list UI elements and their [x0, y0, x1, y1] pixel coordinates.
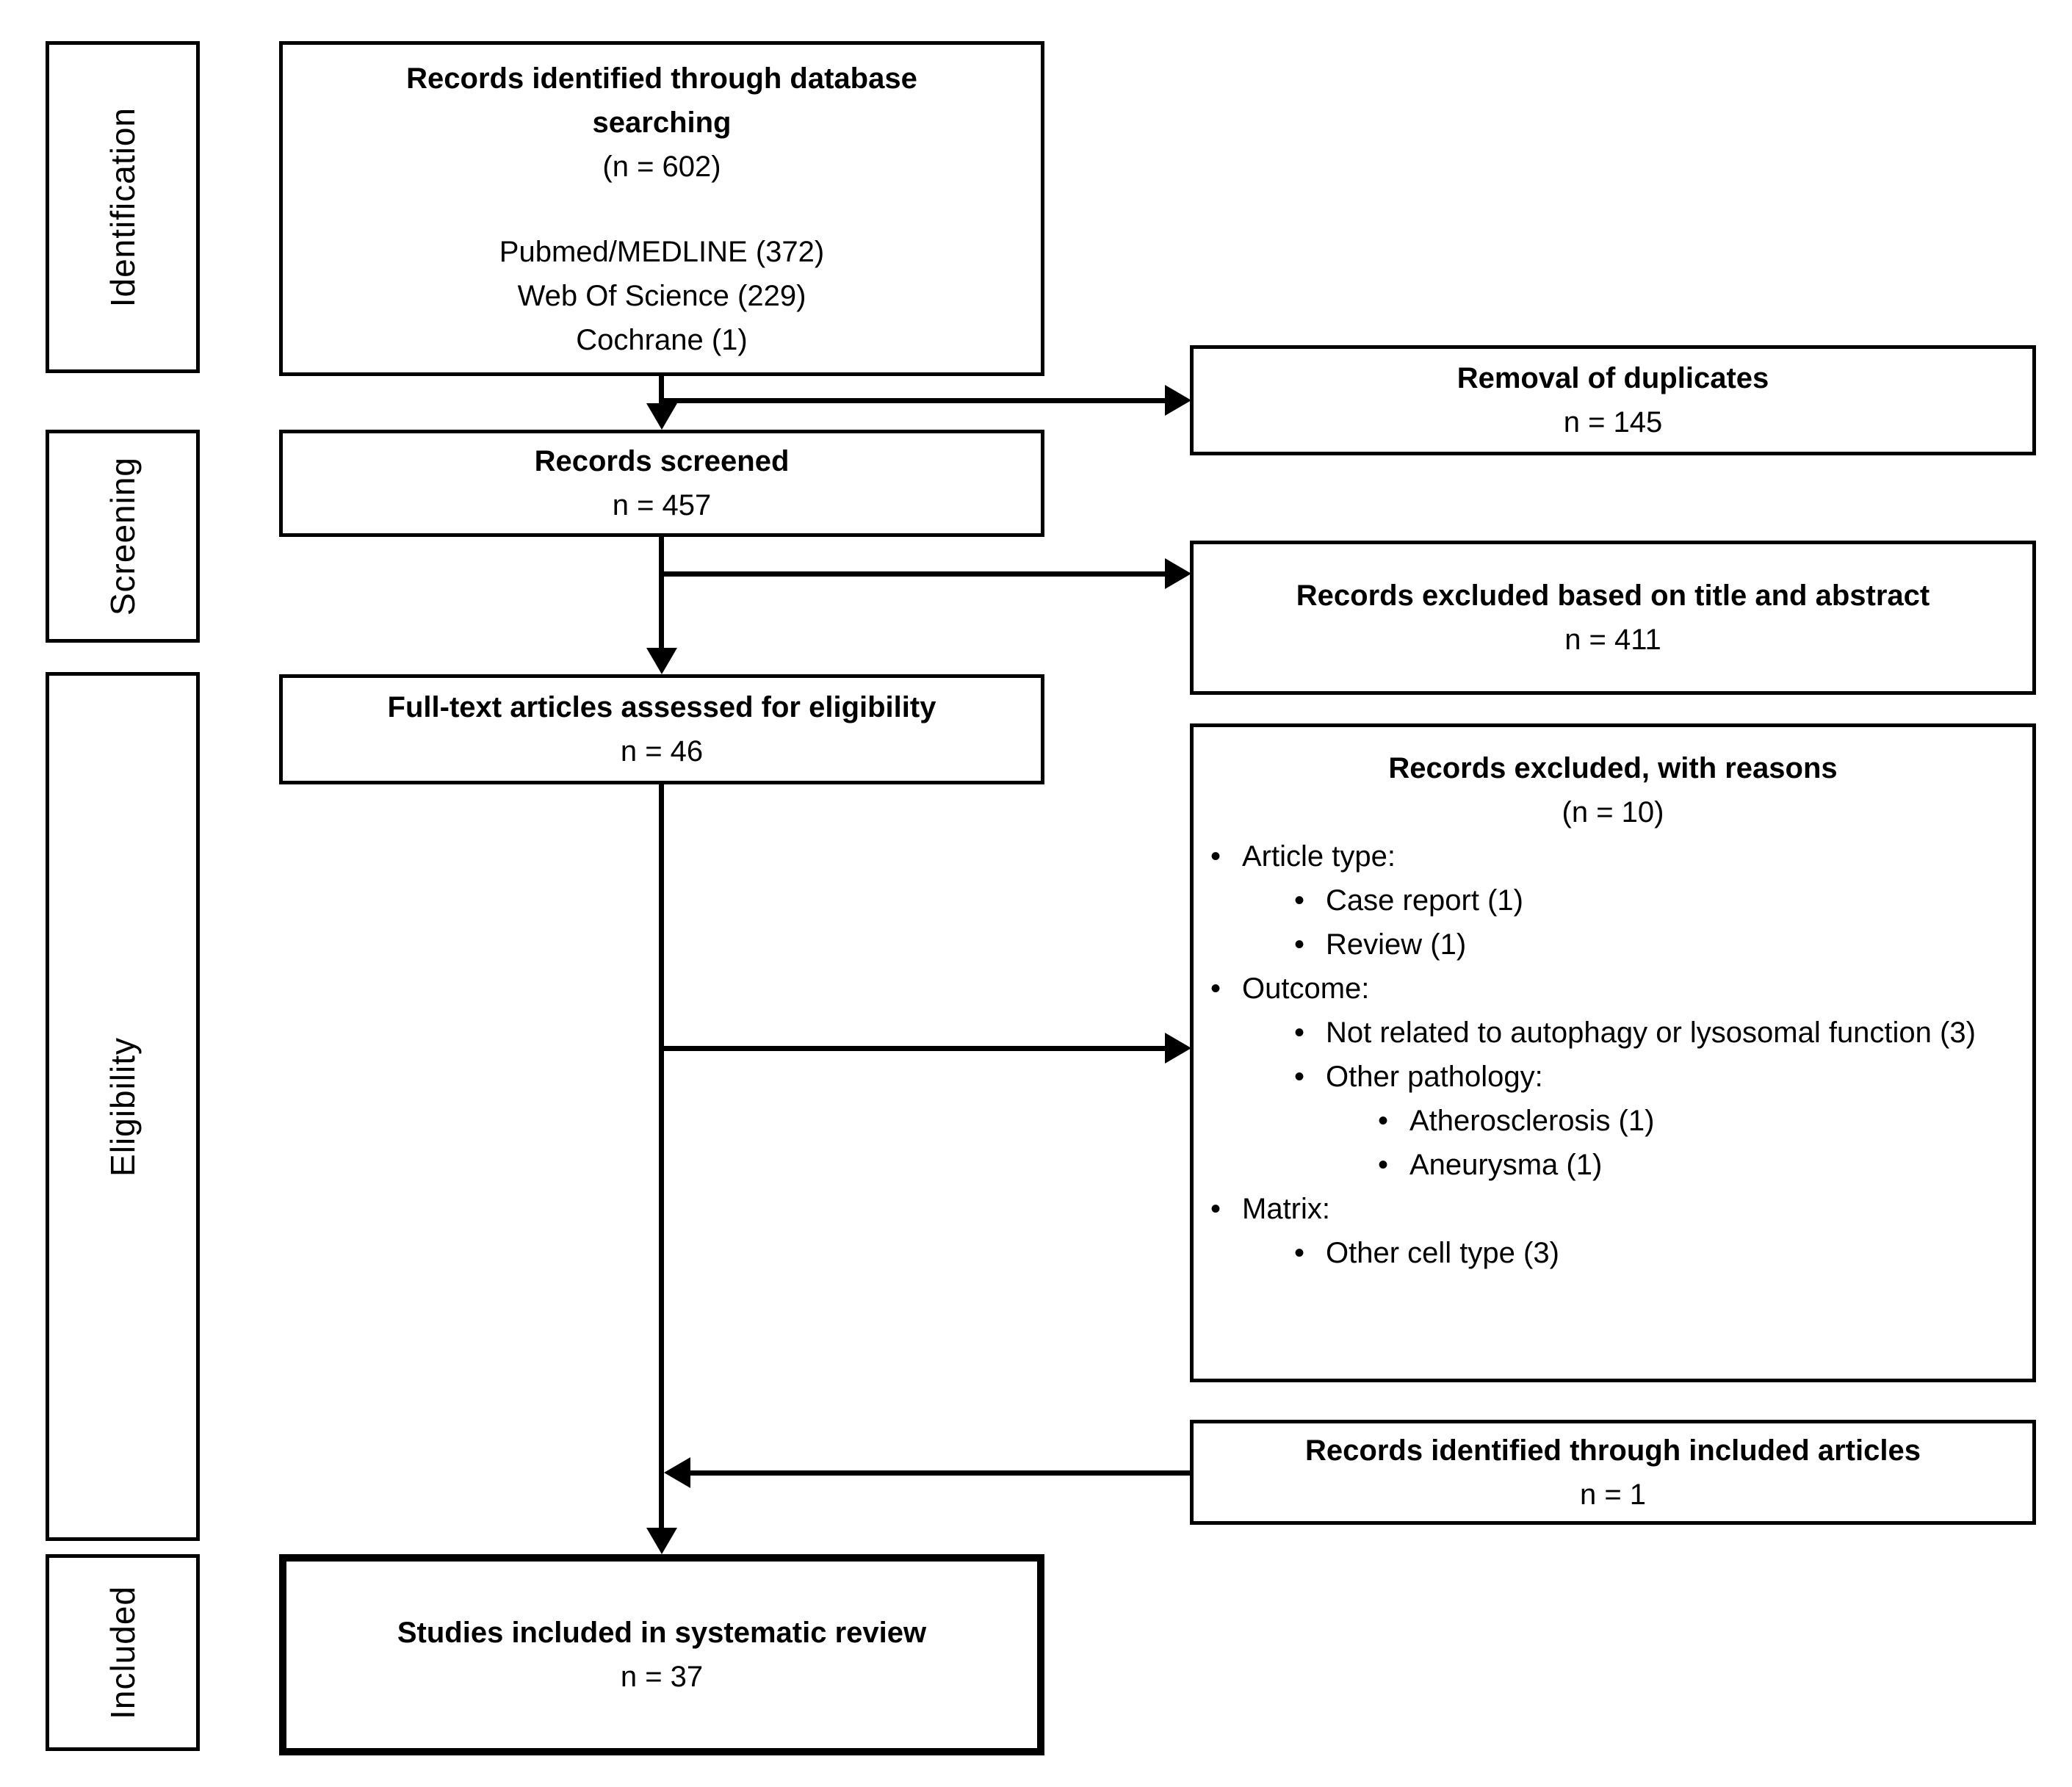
studies-included-title: Studies included in systematic review	[397, 1617, 927, 1649]
stage-box-identification: Identification	[46, 41, 200, 373]
arrowhead-to-excluded-title-abstract-icon	[1165, 558, 1191, 589]
flow-line-from-included-articles	[690, 1470, 1190, 1476]
reason-item-other-pathology: Other pathology:	[1194, 1055, 2032, 1099]
studies-included-count: n = 37	[620, 1661, 704, 1693]
records-included-articles-title: Records identified through included arti…	[1305, 1434, 1921, 1467]
box-records-identified: Records identified through database sear…	[279, 41, 1044, 376]
source-cochrane: Cochrane (1)	[576, 324, 748, 356]
box-records-identified-included-articles: Records identified through included arti…	[1190, 1420, 2036, 1525]
reason-item-outcome: Outcome:	[1194, 967, 2032, 1011]
arrowhead-to-duplicates-icon	[1165, 385, 1191, 416]
box-removal-of-duplicates: Removal of duplicates n = 145	[1190, 345, 2036, 455]
stage-box-eligibility: Eligibility	[46, 672, 200, 1541]
records-excluded-reasons-title: Records excluded, with reasons	[1388, 752, 1838, 784]
records-identified-count: (n = 602)	[602, 151, 721, 183]
source-pubmed: Pubmed/MEDLINE (372)	[499, 236, 825, 268]
arrowhead-to-excluded-reasons-icon	[1165, 1033, 1191, 1064]
records-included-articles-count: n = 1	[1579, 1478, 1647, 1511]
reason-item-article-type: Article type:	[1194, 834, 2032, 878]
fulltext-assessed-title: Full-text articles assessed for eligibil…	[387, 691, 936, 723]
box-records-excluded-title-abstract: Records excluded based on title and abst…	[1190, 541, 2036, 695]
stage-label-identification: Identification	[104, 107, 142, 308]
records-identified-sources: Pubmed/MEDLINE (372) Web Of Science (229…	[499, 230, 824, 362]
reason-item-aneurysma: Aneurysma (1)	[1194, 1143, 2032, 1187]
stage-box-included: Included	[46, 1554, 200, 1751]
stage-label-included: Included	[104, 1586, 142, 1719]
fulltext-assessed-count: n = 46	[620, 735, 704, 768]
flow-line-to-excluded-title-abstract	[659, 571, 1171, 577]
reason-item-matrix: Matrix:	[1194, 1187, 2032, 1231]
arrowhead-to-fulltext-icon	[646, 648, 677, 674]
reason-item-not-related: Not related to autophagy or lysosomal fu…	[1194, 1011, 2032, 1055]
stage-label-screening: Screening	[104, 456, 142, 616]
records-screened-count: n = 457	[612, 489, 712, 521]
box-studies-included: Studies included in systematic review n …	[279, 1554, 1044, 1755]
flow-line-to-duplicates	[659, 398, 1171, 403]
records-identified-title: Records identified through database sear…	[406, 62, 917, 139]
records-excluded-title-abstract-title: Records excluded based on title and abst…	[1296, 580, 1930, 612]
records-screened-title: Records screened	[534, 445, 790, 477]
arrowhead-to-screened-icon	[646, 403, 677, 430]
stage-box-screening: Screening	[46, 430, 200, 643]
reason-item-atherosclerosis: Atherosclerosis (1)	[1194, 1099, 2032, 1143]
records-excluded-title-abstract-count: n = 411	[1564, 624, 1661, 656]
flow-line-identified-to-screened	[659, 376, 664, 407]
flow-line-to-excluded-reasons	[659, 1046, 1171, 1051]
exclusion-reason-list: Article type: Case report (1) Review (1)…	[1194, 834, 2032, 1275]
reason-item-review: Review (1)	[1194, 923, 2032, 967]
removal-of-duplicates-count: n = 145	[1563, 406, 1663, 438]
stage-label-eligibility: Eligibility	[104, 1036, 142, 1177]
flow-line-fulltext-to-studies	[659, 784, 664, 1529]
records-excluded-reasons-count: (n = 10)	[1562, 796, 1664, 828]
source-web-of-science: Web Of Science (229)	[517, 280, 806, 312]
flow-line-screened-to-fulltext	[659, 537, 664, 651]
reason-item-other-cell-type: Other cell type (3)	[1194, 1231, 2032, 1275]
box-records-excluded-reasons: Records excluded, with reasons (n = 10) …	[1190, 723, 2036, 1382]
arrowhead-from-included-articles-icon	[664, 1457, 690, 1488]
removal-of-duplicates-title: Removal of duplicates	[1456, 362, 1769, 394]
reason-item-case-report: Case report (1)	[1194, 878, 2032, 923]
box-records-screened: Records screened n = 457	[279, 430, 1044, 537]
arrowhead-to-studies-icon	[646, 1528, 677, 1554]
box-fulltext-assessed: Full-text articles assessed for eligibil…	[279, 674, 1044, 784]
